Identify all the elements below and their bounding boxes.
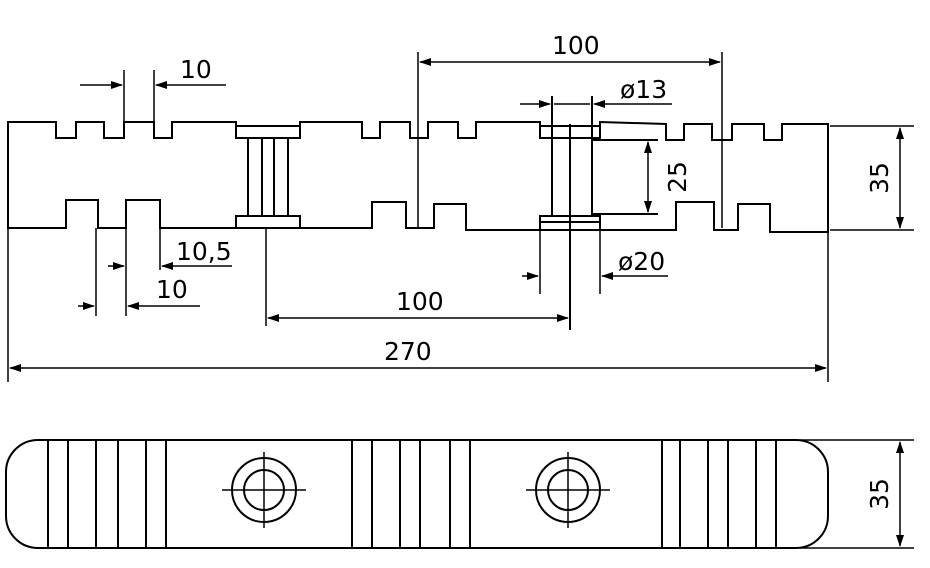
- dim-hole-spacing-top: 100: [552, 31, 600, 60]
- left-bolt-washer-bottom: [235, 215, 301, 229]
- right-hole: [526, 452, 610, 528]
- plan-body-outline: [5, 439, 829, 549]
- plan-view: [5, 439, 829, 549]
- left-rib-group: [47, 440, 167, 548]
- middle-rib-group: [351, 440, 471, 548]
- dim-slot-width-top: 10: [180, 55, 212, 84]
- left-bolt-shank: [247, 137, 289, 217]
- right-rib-group: [661, 440, 777, 548]
- dim-height-front: 35: [865, 162, 894, 194]
- front-view: [7, 96, 829, 330]
- dim-total-length: 270: [384, 337, 432, 366]
- dim-slot-pitch: 10,5: [176, 237, 232, 266]
- dim-hole-spacing-bottom: 100: [396, 287, 444, 316]
- front-view-dimensions: [7, 52, 914, 382]
- left-hole: [222, 452, 306, 528]
- dim-slot-width-bottom: 10: [156, 275, 188, 304]
- dim-height-plan: 35: [865, 478, 894, 510]
- right-bolt-washer-bottom: [539, 215, 601, 231]
- plan-view-dimensions: [800, 439, 914, 549]
- dim-bolt-height: 25: [663, 161, 692, 193]
- left-bolt-washer-top: [235, 125, 301, 139]
- dim-hole-diameter-large: ø20: [618, 247, 665, 276]
- insulator-body-outline: [7, 120, 829, 233]
- dim-hole-diameter-small: ø13: [620, 75, 667, 104]
